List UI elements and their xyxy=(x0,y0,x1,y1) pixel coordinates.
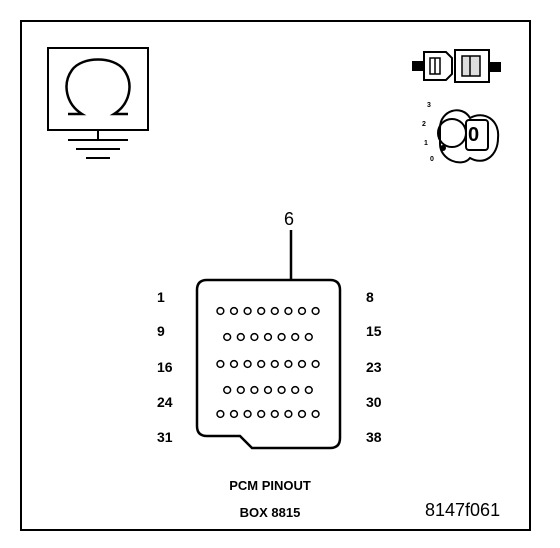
key-position-label: 3 xyxy=(427,102,431,109)
pin-hole xyxy=(277,332,286,342)
pin-hole xyxy=(263,332,273,342)
pin-hole xyxy=(257,306,266,316)
ohmmeter-ground-icon xyxy=(47,47,149,159)
pin-hole xyxy=(304,332,313,342)
pin-hole xyxy=(311,359,320,369)
pin-hole xyxy=(311,409,320,419)
pin-hole xyxy=(311,306,320,316)
pointer-label: 6 xyxy=(284,209,295,229)
key-position-label: 0 xyxy=(430,156,434,163)
pin-hole xyxy=(297,409,307,419)
pin-hole xyxy=(297,306,307,316)
pin-hole xyxy=(257,409,266,419)
pin-hole xyxy=(304,385,313,395)
key-glyph: 0 xyxy=(468,124,480,146)
pin-hole xyxy=(270,306,279,316)
pin-label-right: 38 xyxy=(366,429,382,445)
pin-hole xyxy=(236,332,245,342)
pin-field xyxy=(216,306,320,419)
connector-icon xyxy=(412,49,501,83)
pin-hole xyxy=(243,359,252,369)
pin-hole xyxy=(236,385,245,395)
pin-hole xyxy=(257,359,266,369)
pin-hole xyxy=(277,385,286,395)
pin-label-left: 24 xyxy=(157,394,173,410)
pin-hole xyxy=(229,306,239,316)
pin-hole xyxy=(291,385,300,395)
pin-hole xyxy=(223,332,232,342)
pin-label-left: 9 xyxy=(157,323,165,339)
pin-hole xyxy=(263,385,273,395)
pin-hole xyxy=(284,359,293,369)
pin-hole xyxy=(250,385,259,395)
pin-hole xyxy=(250,332,259,342)
pin-label-right: 30 xyxy=(366,394,382,410)
pin-label-right: 15 xyxy=(366,323,382,339)
pin-hole xyxy=(223,385,232,395)
key-position-label: 1 xyxy=(424,140,428,147)
key-position-label: 2 xyxy=(422,121,426,128)
pin-hole xyxy=(243,306,252,316)
pin-label-left: 31 xyxy=(157,429,173,445)
ignition-key-icon xyxy=(437,109,500,164)
pin-label-left: 16 xyxy=(157,359,173,375)
pin-label-right: 8 xyxy=(366,289,374,305)
pin-hole xyxy=(291,332,300,342)
pin-hole xyxy=(216,409,225,419)
pin-hole xyxy=(216,359,225,369)
pin-hole xyxy=(229,409,239,419)
figure-id: 8147f061 xyxy=(425,500,501,520)
pin-hole xyxy=(284,306,293,316)
pin-hole xyxy=(270,409,279,419)
pin-hole xyxy=(270,359,279,369)
pin-hole xyxy=(297,359,307,369)
caption-title: PCM PINOUT xyxy=(229,478,311,493)
pin-hole xyxy=(243,409,252,419)
caption-subtitle: BOX 8815 xyxy=(239,505,301,520)
pin-label-left: 1 xyxy=(157,289,165,305)
diagram-frame xyxy=(20,20,531,531)
pin-hole xyxy=(284,409,293,419)
pin-label-right: 23 xyxy=(366,359,382,375)
pcm-connector-body xyxy=(195,278,342,450)
pin-hole xyxy=(216,306,225,316)
pin-hole xyxy=(229,359,239,369)
